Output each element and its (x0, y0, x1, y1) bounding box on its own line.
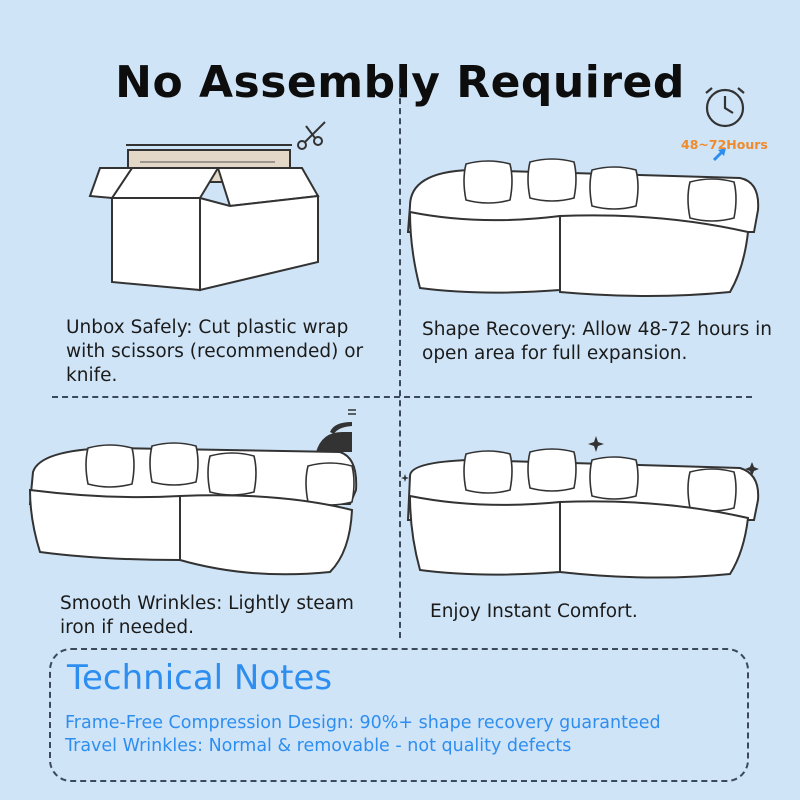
technical-note-line: Travel Wrinkles: Normal & removable - no… (65, 736, 572, 756)
vertical-divider (399, 88, 401, 638)
step-unbox-caption: Unbox Safely: Cut plastic wrap with scis… (66, 317, 364, 386)
sofa-wrinkled-illustration (28, 442, 358, 576)
steam-iron-icon (316, 409, 356, 452)
scissors-icon (297, 121, 326, 150)
technical-note-line: Frame-Free Compression Design: 90%+ shap… (65, 713, 661, 733)
sofa-final-illustration (406, 448, 760, 579)
cardboard-box-illustration (88, 144, 320, 292)
arrow-up-icon (712, 148, 726, 162)
step-recovery-caption: Shape Recovery: Allow 48-72 hours in ope… (422, 319, 773, 364)
horizontal-divider (52, 396, 752, 398)
technical-notes-title: Technical Notes (67, 658, 333, 698)
step-wrinkles-caption: Smooth Wrinkles: Lightly steam iron if n… (60, 593, 354, 638)
alarm-clock-icon (705, 87, 745, 128)
step-comfort-caption: Enjoy Instant Comfort. (430, 601, 638, 622)
sparkle-icon (401, 436, 759, 482)
recovery-time-badge: 48~72Hours (681, 137, 768, 152)
sofa-compressed-illustration (406, 158, 760, 297)
technical-notes-box: Technical Notes Frame-Free Compression D… (49, 648, 749, 782)
